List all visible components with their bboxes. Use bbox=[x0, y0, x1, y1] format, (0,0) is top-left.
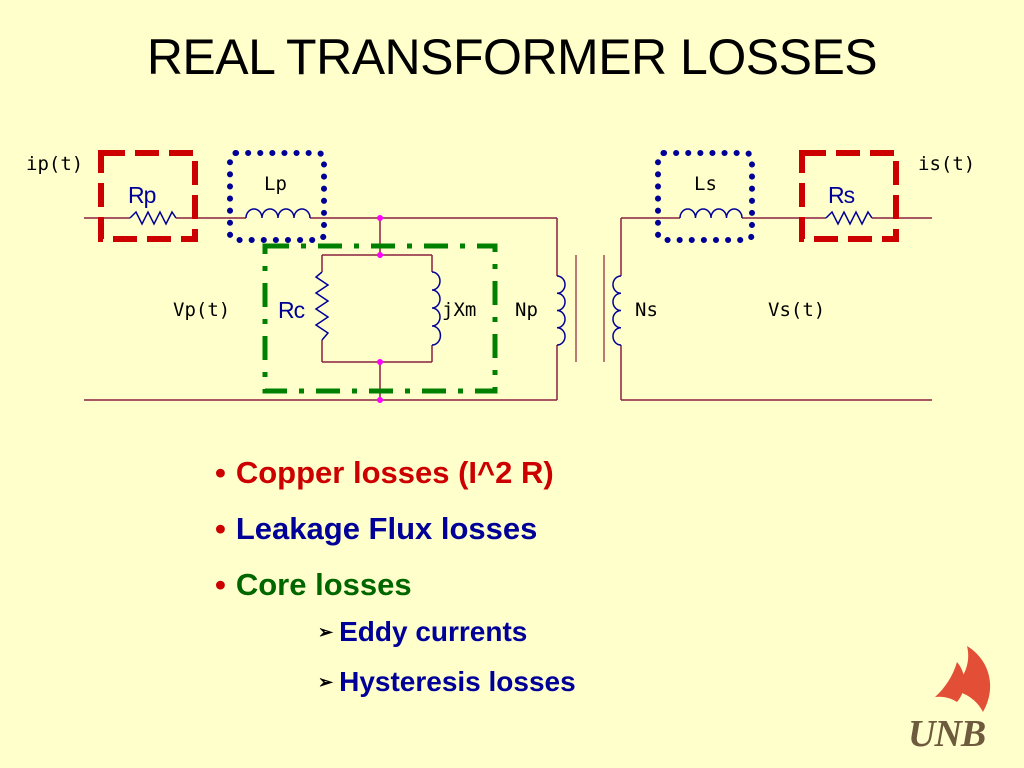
circuit-nodes bbox=[377, 215, 383, 403]
node-shunt-top bbox=[377, 252, 383, 258]
np-winding-symbol bbox=[556, 275, 566, 346]
ns-winding-symbol bbox=[612, 275, 622, 346]
bullet-dot-icon: • bbox=[215, 455, 226, 490]
core-loss-box bbox=[262, 243, 498, 394]
jxm-inductor-symbol bbox=[431, 271, 442, 346]
unb-logo-text: UNB bbox=[908, 713, 986, 755]
node-top-shunt bbox=[377, 215, 383, 221]
lp-label: Lp bbox=[264, 173, 287, 195]
bullet-leakage-flux-losses: • Leakage Flux losses bbox=[215, 501, 554, 557]
sub-bullet-text: Hysteresis losses bbox=[339, 666, 576, 697]
ns-label: Ns bbox=[635, 299, 658, 321]
rs-resistor-symbol bbox=[825, 210, 873, 226]
ip-label: ip(t) bbox=[26, 153, 83, 175]
bullet-core-losses: • Core losses bbox=[215, 557, 554, 613]
jxm-label: jXm bbox=[442, 299, 476, 321]
core-loss-sub-list: ➢Eddy currents ➢Hysteresis losses bbox=[318, 607, 576, 707]
sub-bullet-hysteresis-losses: ➢Hysteresis losses bbox=[318, 657, 576, 707]
node-bottom-shunt bbox=[377, 397, 383, 403]
bullet-text: Leakage Flux losses bbox=[235, 511, 538, 546]
lp-leakage-box bbox=[227, 150, 327, 243]
rp-resistor-symbol bbox=[129, 210, 177, 226]
is-label: is(t) bbox=[918, 153, 975, 175]
lp-inductor-symbol bbox=[245, 208, 311, 219]
rc-resistor-symbol bbox=[314, 271, 330, 341]
bullet-copper-losses: • Copper losses (I^2 R) bbox=[215, 445, 554, 501]
arrow-bullet-icon: ➢ bbox=[318, 622, 334, 642]
loss-bullet-list: • Copper losses (I^2 R) • Leakage Flux los… bbox=[215, 445, 554, 613]
ls-leakage-box bbox=[655, 150, 755, 243]
rp-copper-loss-box bbox=[98, 150, 198, 242]
np-label: Np bbox=[515, 299, 538, 321]
page-title: REAL TRANSFORMER LOSSES bbox=[146, 29, 878, 85]
sub-bullet-text: Eddy currents bbox=[339, 616, 528, 647]
bullet-text: Copper losses (I^2 R) bbox=[235, 455, 554, 490]
sub-bullet-eddy-currents: ➢Eddy currents bbox=[318, 607, 576, 657]
unb-logo-sail-icon bbox=[935, 646, 991, 712]
vs-label: Vs(t) bbox=[768, 299, 825, 321]
vp-label: Vp(t) bbox=[173, 299, 230, 321]
rc-label: Rc bbox=[278, 297, 305, 323]
bullet-dot-icon: • bbox=[215, 511, 226, 546]
ls-label: Ls bbox=[694, 173, 717, 195]
bullet-dot-icon: • bbox=[215, 567, 226, 602]
rp-label: Rp bbox=[128, 182, 156, 208]
node-shunt-bottom bbox=[377, 359, 383, 365]
ls-inductor-symbol bbox=[679, 208, 743, 219]
arrow-bullet-icon: ➢ bbox=[318, 672, 334, 692]
rs-copper-loss-box bbox=[799, 150, 899, 242]
rs-label: Rs bbox=[828, 182, 855, 208]
bullet-text: Core losses bbox=[235, 567, 412, 602]
